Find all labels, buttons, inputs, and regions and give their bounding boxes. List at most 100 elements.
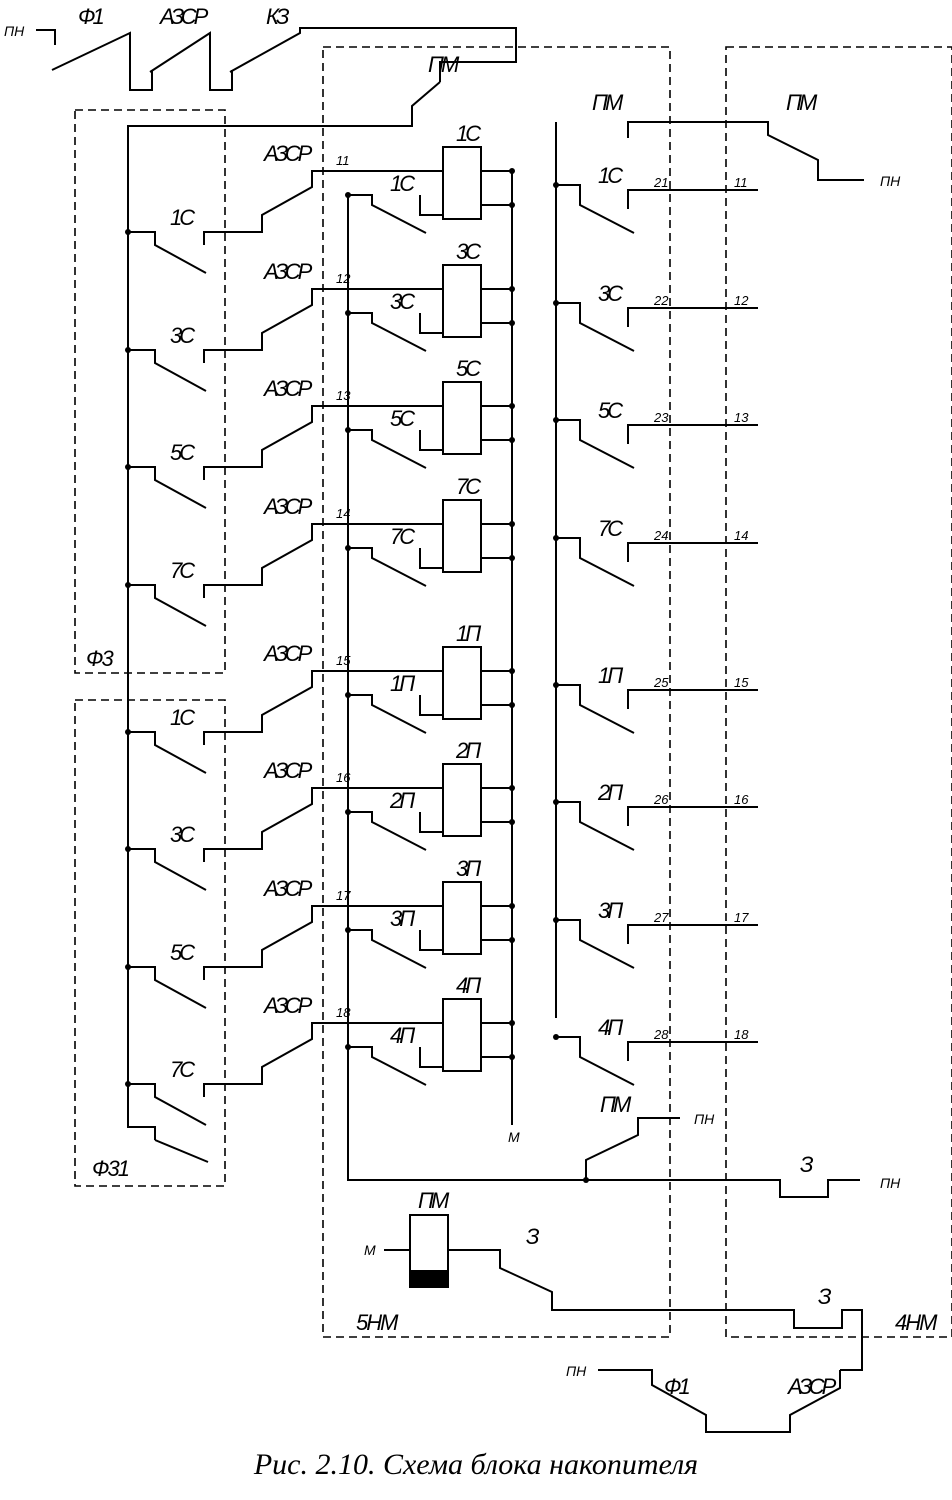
azsr-label: АЗСР <box>262 993 313 1018</box>
top-supply-label: ПН <box>4 23 25 39</box>
output-wire-number: 12 <box>734 293 749 308</box>
azsr-label: АЗСР <box>262 641 313 666</box>
output-number: 22 <box>653 293 669 308</box>
pm-feed-supply: ПН <box>880 173 901 189</box>
top-pm-label: ПМ <box>428 52 460 77</box>
left-contact-label: 3С <box>170 323 195 348</box>
left-contact-6: 3С АЗСР 16 <box>125 758 512 891</box>
block-4nm-label: 4НМ <box>895 1310 938 1335</box>
output-number: 24 <box>653 528 668 543</box>
left-contact-label: 7С <box>170 558 195 583</box>
hold-contact-6: 2П <box>345 788 427 851</box>
coil-bus-m-label: М <box>508 1129 520 1145</box>
azsr-label: АЗСР <box>262 259 313 284</box>
output-number: 23 <box>653 410 669 425</box>
left-contact-label: 5С <box>170 440 195 465</box>
hold-contact-8: 4П <box>345 1023 427 1086</box>
top-contact-f1-label: Ф1 <box>78 4 103 29</box>
output-contact-label: 3С <box>598 281 623 306</box>
hold-contact-label: 1С <box>390 171 415 196</box>
hold-contact-5: 1П <box>345 671 427 734</box>
pm-bottom-supply: ПН <box>694 1111 715 1127</box>
azsr-label: АЗСР <box>262 141 313 166</box>
output-contact-label: 2П <box>597 780 623 805</box>
output-contact-8: 4П 28 18 <box>553 1015 758 1086</box>
hold-contact-label: 5С <box>390 406 415 431</box>
output-wire-number: 18 <box>734 1027 749 1042</box>
left-contact-label: 5С <box>170 940 195 965</box>
relay-coil-label: 1С <box>456 121 481 146</box>
bottom-supply-chain <box>598 1369 841 1433</box>
output-wire-number: 15 <box>734 675 749 690</box>
block-f31-label: Ф31 <box>92 1156 129 1181</box>
relay-coil-label: 7С <box>456 474 481 499</box>
wire-number: 14 <box>336 506 350 521</box>
top-contact-azsr-label: АЗСР <box>158 4 209 29</box>
pm-coil <box>384 1214 863 1371</box>
output-contact-7: 3П 27 17 <box>553 898 758 969</box>
relay-coil-4: 7С <box>419 474 515 573</box>
output-wire-number: 13 <box>734 410 749 425</box>
block-f3-frame <box>74 109 226 674</box>
left-contact-label: 1С <box>170 205 195 230</box>
relay-coil-label: 4П <box>456 973 481 998</box>
pm-coil-m-label: М <box>364 1242 376 1258</box>
bottom-supply-label: ПН <box>566 1363 587 1379</box>
hold-contact-4: 7С <box>345 524 427 587</box>
top-contact-kz-label: КЗ <box>266 4 290 29</box>
hold-contact-7: 3П <box>345 906 427 969</box>
hold-contact-1: 1С <box>345 171 427 234</box>
wire-number: 11 <box>336 153 350 168</box>
output-contact-label: 3П <box>598 898 623 923</box>
bottom-contact-azsr-label: АЗСР <box>786 1374 837 1399</box>
output-wire-number: 17 <box>734 910 749 925</box>
hold-contact-label: 7С <box>390 524 415 549</box>
wire-number: 12 <box>336 271 351 286</box>
hold-contact-label: 3П <box>390 906 415 931</box>
z-coil-label: З <box>526 1224 540 1249</box>
output-number: 27 <box>653 910 669 925</box>
relay-coil-6: 2П <box>419 738 515 837</box>
wire-number: 18 <box>336 1005 351 1020</box>
pm-coil-label: ПМ <box>418 1188 450 1213</box>
hold-contact-label: 2П <box>389 788 415 813</box>
output-contact-label: 4П <box>598 1015 623 1040</box>
relay-coil-label: 3С <box>456 239 481 264</box>
output-wire-number: 14 <box>734 528 748 543</box>
block-4nm-frame <box>725 46 952 1338</box>
relay-coil-2: 3С <box>419 239 515 338</box>
azsr-label: АЗСР <box>262 376 313 401</box>
relay-coil-label: 2П <box>455 738 481 763</box>
pm-feed-label-right: ПМ <box>786 90 818 115</box>
hold-contact-3: 5С <box>345 406 427 469</box>
output-number: 28 <box>653 1027 669 1042</box>
output-contact-label: 5С <box>598 398 623 423</box>
left-contact-label: 3С <box>170 822 195 847</box>
block-5nm-label: 5НМ <box>356 1310 399 1335</box>
top-supply-chain <box>36 27 517 1163</box>
relay-coil-label: 3П <box>456 856 481 881</box>
storage-unit-schematic: Ф3 Ф31 5НМ 4НМ ПН Ф1 АЗСР КЗ ПМ М 1С АЗСР… <box>4 4 952 1433</box>
output-contact-label: 7С <box>598 516 623 541</box>
azsr-label: АЗСР <box>262 876 313 901</box>
z-top-supply: ПН <box>880 1175 901 1191</box>
wire-number: 16 <box>336 770 351 785</box>
output-contact-4: 7С 24 14 <box>553 516 758 587</box>
left-contact-label: 1С <box>170 705 195 730</box>
output-wire-number: 16 <box>734 792 749 807</box>
wire-number: 13 <box>336 388 351 403</box>
block-f31-frame <box>74 699 226 1187</box>
figure-caption: Рис. 2.10. Схема блока накопителя <box>253 1448 699 1481</box>
z-top-label: З <box>800 1152 814 1177</box>
pm-feed-contact <box>627 121 864 181</box>
output-wire-number: 11 <box>734 175 748 190</box>
azsr-label: АЗСР <box>262 758 313 783</box>
block-f3-label: Ф3 <box>86 646 114 671</box>
pm-feed-label: ПМ <box>592 90 624 115</box>
